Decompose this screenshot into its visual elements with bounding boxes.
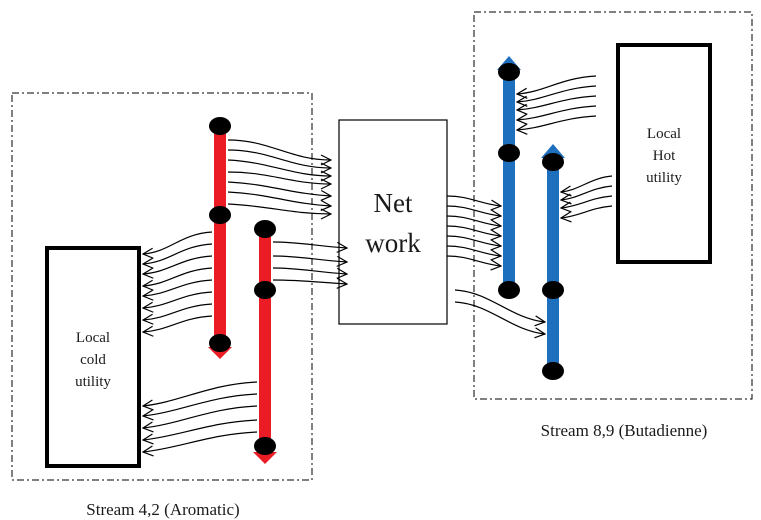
- aromatic-boundary: [11, 92, 313, 481]
- node: [498, 63, 520, 81]
- heat-flow-arrow: [446, 255, 501, 266]
- node: [542, 281, 564, 299]
- heat-flow-arrow: [143, 315, 213, 332]
- node: [542, 362, 564, 380]
- heat-flow-arrow: [227, 171, 331, 184]
- heat-flow-arrow: [454, 301, 545, 334]
- heat-flow-arrow: [227, 149, 331, 168]
- network-box: Net work: [338, 119, 448, 325]
- cold-utility-label-line2: cold: [80, 352, 106, 368]
- network-label-line1: Net: [374, 188, 413, 218]
- node: [542, 153, 564, 171]
- cold-utility-label-line3: utility: [75, 374, 111, 390]
- heat-flow-arrow: [272, 241, 347, 248]
- butadiene-streams: [497, 56, 565, 372]
- heat-flow-arrow: [143, 291, 213, 308]
- heat-flow-arrow: [227, 203, 331, 214]
- hot-utility-label-line3: utility: [646, 170, 682, 186]
- heat-flow-arrow: [561, 205, 613, 218]
- heat-flow-arrow: [272, 280, 347, 284]
- heat-flow-arrow: [446, 225, 501, 236]
- heat-flow-arrow: [446, 235, 501, 246]
- hot-utility-label-line2: Hot: [653, 148, 676, 164]
- heat-flow-arrow: [143, 303, 213, 320]
- heat-flow-arrow: [454, 289, 545, 322]
- heat-flow-arrow: [143, 231, 213, 254]
- heat-flow-arrow: [143, 279, 213, 296]
- node: [498, 144, 520, 162]
- heat-flow-arrow: [227, 159, 331, 176]
- node: [209, 334, 231, 352]
- node: [254, 220, 276, 238]
- heat-flow-arrow: [561, 185, 613, 200]
- heat-flow-arrow: [446, 195, 501, 206]
- heat-flow-arrow: [517, 85, 597, 102]
- stream-nodes: [209, 63, 564, 455]
- heat-flow-arrow: [143, 405, 258, 428]
- heat-flow-arrow: [227, 191, 331, 206]
- heat-flow-arrow: [561, 195, 613, 208]
- heat-flow-arrow: [227, 181, 331, 196]
- aromatic-caption: Stream 4,2 (Aromatic): [86, 500, 239, 519]
- heat-flow-arrows: [143, 75, 613, 452]
- heat-flow-arrow: [446, 245, 501, 256]
- heat-flow-arrow: [446, 205, 501, 216]
- heat-flow-arrow: [143, 243, 213, 264]
- heat-flow-arrow: [517, 115, 597, 130]
- node: [254, 437, 276, 455]
- heat-flow-arrow: [143, 255, 213, 274]
- butadiene-boundary: [473, 11, 753, 400]
- heat-flow-arrow: [517, 95, 597, 110]
- heat-flow-arrow: [272, 267, 347, 274]
- heat-flow-arrow: [143, 419, 258, 440]
- node: [209, 117, 231, 135]
- hot-utility-box: Local Hot utility: [616, 43, 712, 264]
- heat-flow-arrow: [517, 75, 597, 94]
- cold-utility-label-line1: Local: [76, 330, 110, 346]
- aromatic-stream-2-arrowhead: [253, 452, 277, 464]
- heat-flow-arrow: [227, 139, 331, 160]
- heat-flow-arrow: [561, 175, 613, 192]
- node: [498, 281, 520, 299]
- node: [209, 206, 231, 224]
- heat-flow-arrow: [143, 267, 213, 286]
- heat-flow-arrow: [272, 255, 347, 262]
- node: [254, 281, 276, 299]
- network-label-line2: work: [365, 228, 421, 258]
- heat-flow-arrow: [517, 105, 597, 120]
- butadiene-caption: Stream 8,9 (Butadienne): [541, 421, 708, 440]
- heat-flow-arrow: [143, 393, 258, 416]
- heat-flow-arrow: [143, 431, 258, 452]
- hot-utility-label-line1: Local: [647, 126, 681, 142]
- heat-flow-arrow: [446, 215, 501, 226]
- heat-flow-arrow: [143, 381, 258, 406]
- cold-utility-box: Local cold utility: [45, 246, 141, 468]
